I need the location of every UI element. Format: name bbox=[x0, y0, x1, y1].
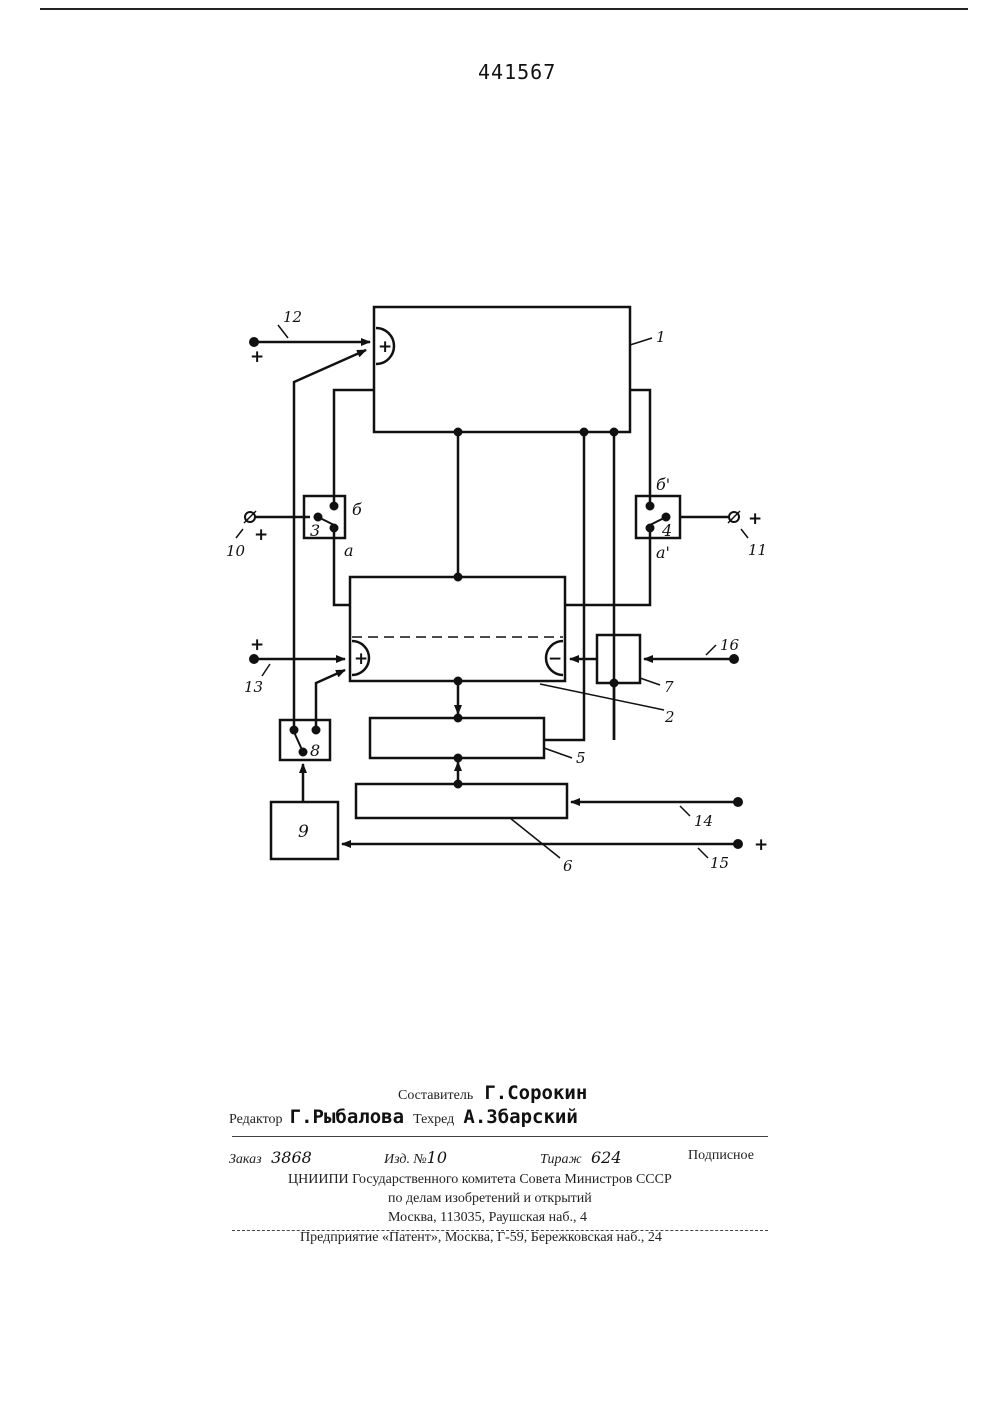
terminal-13-dot bbox=[250, 655, 258, 663]
org-line-3: Москва, 113035, Раушская наб., 4 bbox=[388, 1210, 587, 1226]
contact-b: б bbox=[352, 500, 362, 519]
label-switch-3: 3 bbox=[310, 521, 320, 540]
terminal-14-dot bbox=[734, 798, 742, 806]
junction-dot bbox=[611, 680, 618, 687]
label-terminal-11: 11 bbox=[748, 541, 767, 559]
label-terminal-12: 12 bbox=[283, 308, 302, 326]
junction-dot bbox=[455, 715, 462, 722]
order-value: 3868 bbox=[271, 1148, 312, 1167]
block-2 bbox=[350, 577, 565, 681]
terminal-12-dot bbox=[250, 338, 258, 346]
label-switch-4: 4 bbox=[661, 521, 672, 540]
issue-value: 10 bbox=[427, 1148, 447, 1167]
label-terminal-14: 14 bbox=[694, 812, 713, 830]
order-line: Заказ 3868 bbox=[229, 1148, 312, 1168]
compiler-label: Составитель bbox=[398, 1088, 473, 1103]
issue-line: Изд. №10 bbox=[384, 1148, 447, 1168]
junction-dot bbox=[455, 755, 462, 762]
separator-top bbox=[232, 1136, 768, 1137]
label-terminal-10: 10 bbox=[226, 542, 246, 560]
compiler-name: Г.Сорокин bbox=[484, 1082, 587, 1104]
label-switch-8: 8 bbox=[310, 741, 320, 760]
label-terminal-15: 15 bbox=[710, 854, 729, 872]
label-terminal-16: 16 bbox=[720, 636, 740, 654]
label-block-6: 6 bbox=[563, 857, 573, 875]
enterprise-line: Предприятие «Патент», Москва, Г-59, Бере… bbox=[300, 1230, 662, 1246]
org-line-1: ЦНИИПИ Государственного комитета Совета … bbox=[288, 1172, 672, 1188]
terminal-15-plus: + bbox=[754, 835, 768, 855]
junction-dot bbox=[455, 781, 462, 788]
org-line-2: по делам изобретений и открытий bbox=[388, 1191, 592, 1207]
issue-label: Изд. № bbox=[384, 1152, 427, 1167]
label-block-1: 1 bbox=[656, 328, 666, 346]
contact-b-prime: б' bbox=[656, 475, 670, 494]
minus-sign-block-2: − bbox=[548, 649, 562, 669]
editor-label: Редактор bbox=[229, 1112, 283, 1127]
print-run-label: Тираж bbox=[540, 1152, 581, 1167]
block-7 bbox=[597, 635, 640, 683]
junction-dot bbox=[581, 429, 588, 436]
techred-name: А.Збарский bbox=[463, 1106, 577, 1128]
subscription: Подписное bbox=[688, 1148, 754, 1164]
switch-4 bbox=[636, 496, 680, 538]
terminal-12-plus: + bbox=[250, 347, 264, 367]
label-block-5: 5 bbox=[576, 749, 586, 767]
label-block-9: 9 bbox=[298, 822, 309, 842]
label-terminal-13: 13 bbox=[244, 678, 263, 696]
plus-sign-block-1: + bbox=[378, 337, 392, 357]
terminal-11-plus: + bbox=[748, 509, 762, 529]
junction-dot bbox=[455, 574, 462, 581]
terminal-16-dot bbox=[730, 655, 738, 663]
plus-sign-block-2: + bbox=[354, 649, 368, 669]
print-run-value: 624 bbox=[591, 1148, 622, 1167]
block-5 bbox=[370, 718, 544, 758]
block-6 bbox=[356, 784, 567, 818]
label-block-2: 2 bbox=[664, 708, 675, 726]
techred-label: Техред bbox=[413, 1112, 454, 1127]
label-block-7: 7 bbox=[664, 678, 674, 696]
editor-line: Редактор Г.Рыбалова Техред А.Збарский bbox=[229, 1106, 578, 1128]
terminal-15-dot bbox=[734, 840, 742, 848]
block-1 bbox=[374, 307, 630, 432]
terminal-13-plus: + bbox=[250, 635, 264, 655]
terminal-10-plus: + bbox=[254, 525, 268, 545]
junction-dot bbox=[611, 429, 618, 436]
print-run-line: Тираж 624 bbox=[540, 1148, 622, 1168]
editor-name: Г.Рыбалова bbox=[290, 1106, 404, 1128]
contact-a-prime: а' bbox=[656, 543, 670, 562]
order-label: Заказ bbox=[229, 1152, 262, 1167]
compiler-line: Составитель Г.Сорокин bbox=[398, 1082, 587, 1104]
junction-dot bbox=[455, 429, 462, 436]
junction-dot bbox=[455, 678, 462, 685]
contact-a: а bbox=[344, 541, 354, 560]
